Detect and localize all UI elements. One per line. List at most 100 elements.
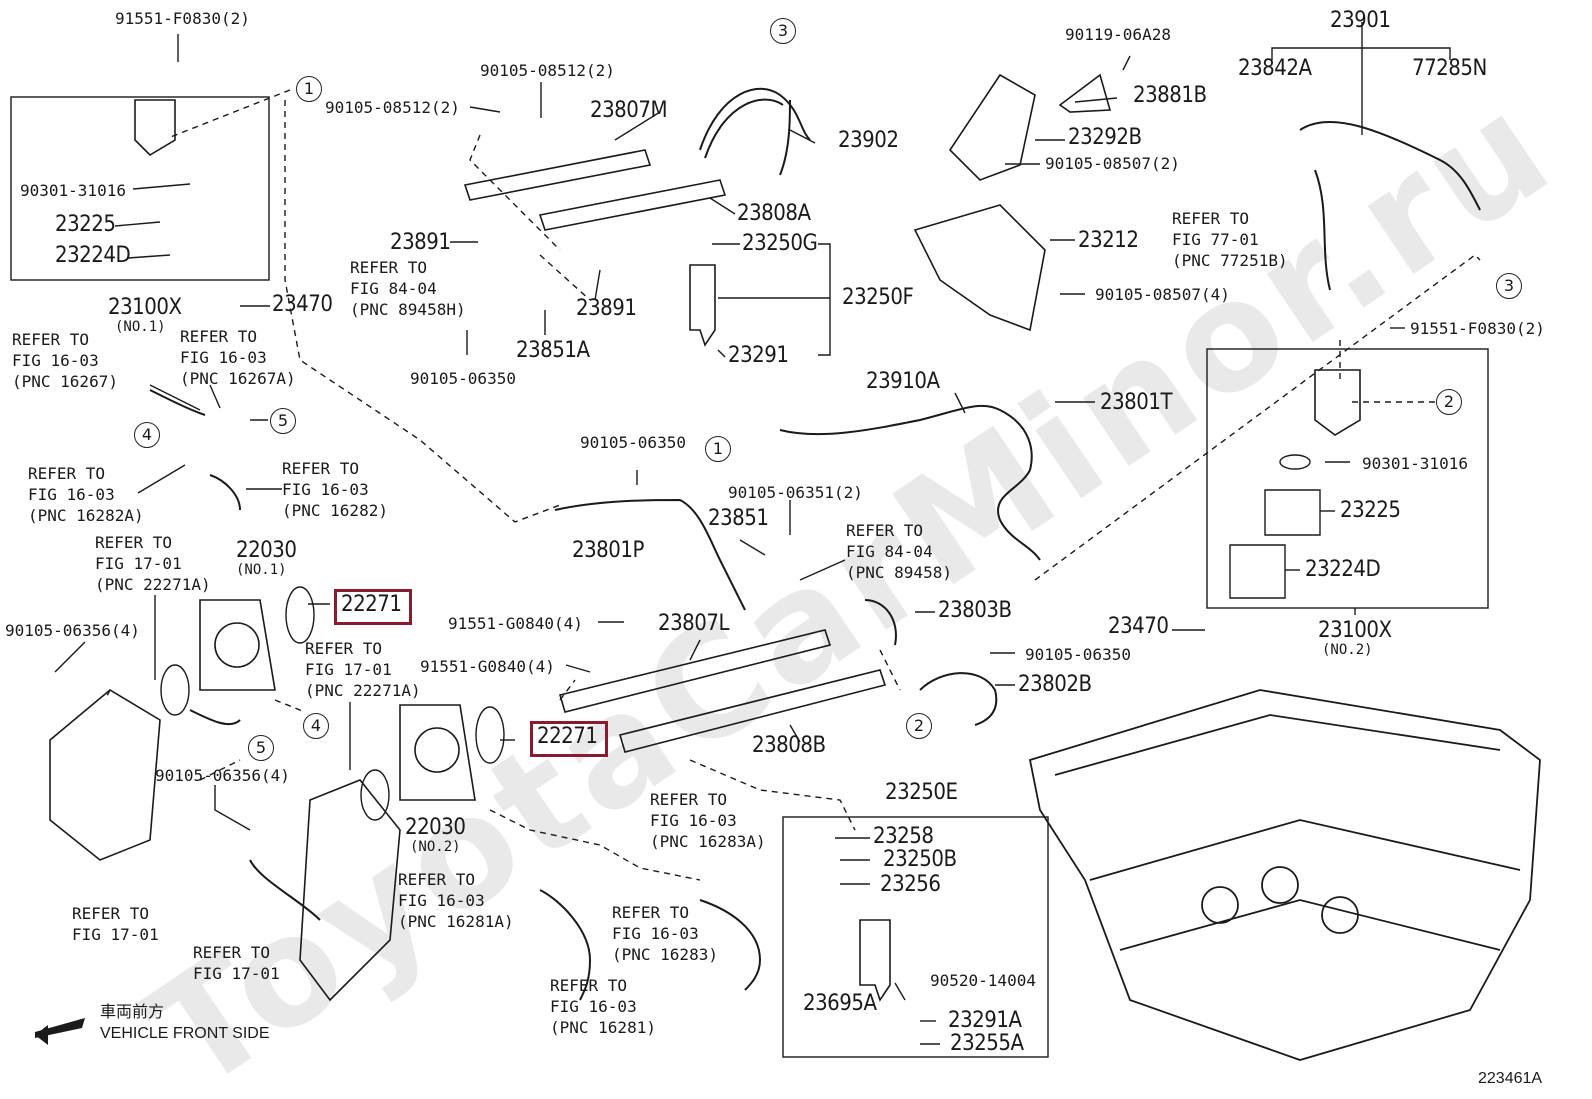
refer-to-link[interactable]: REFER TO FIG 16-03 (PNC 16283A) bbox=[650, 790, 766, 851]
gaskets bbox=[160, 454, 1321, 821]
part-label[interactable]: 23470 bbox=[1108, 614, 1169, 639]
part-label[interactable]: 23100X bbox=[1318, 618, 1392, 643]
part-label[interactable]: 90105-06351(2) bbox=[728, 483, 863, 502]
refer-to-link[interactable]: REFER TO FIG 17-01 (PNC 22271A) bbox=[305, 639, 421, 700]
part-label[interactable]: 77285N bbox=[1412, 56, 1487, 81]
part-label[interactable]: 23808A bbox=[737, 201, 811, 226]
callout-circle: 3 bbox=[1496, 273, 1522, 299]
diagram-id: 223461A bbox=[1478, 1070, 1543, 1087]
refer-to-link[interactable]: REFER TO FIG 16-03 (PNC 16282) bbox=[282, 459, 388, 520]
part-sublabel: (NO.1) bbox=[115, 319, 166, 335]
callout-circle: 2 bbox=[1436, 389, 1462, 415]
part-label[interactable]: 23842A bbox=[1238, 56, 1312, 81]
part-label[interactable]: 90301-31016 bbox=[20, 181, 126, 200]
part-label[interactable]: 90105-06350 bbox=[1025, 645, 1131, 664]
part-label[interactable]: 91551-F0830(2) bbox=[115, 9, 250, 28]
part-label[interactable]: 90520-14004 bbox=[930, 971, 1036, 990]
part-label[interactable]: 23256 bbox=[880, 872, 941, 897]
part-label[interactable]: 23470 bbox=[272, 292, 333, 317]
injectors bbox=[689, 264, 891, 1002]
part-label[interactable]: 23851 bbox=[708, 506, 769, 531]
part-label[interactable]: 90301-31016 bbox=[1362, 454, 1468, 473]
part-label[interactable]: 23255A bbox=[950, 1031, 1024, 1056]
part-label[interactable]: 23224D bbox=[55, 243, 131, 268]
part-label[interactable]: 23291A bbox=[948, 1008, 1022, 1033]
kit-box-23250e bbox=[782, 816, 1049, 1058]
part-label[interactable]: 22030 bbox=[405, 815, 466, 840]
refer-to-link[interactable]: REFER TO FIG 84-04 (PNC 89458) bbox=[846, 521, 952, 582]
highlight-22271-lower bbox=[530, 721, 608, 757]
part-label[interactable]: 23891 bbox=[390, 230, 451, 255]
part-label[interactable]: 90105-08512(2) bbox=[480, 61, 615, 80]
refer-to-link[interactable]: REFER TO FIG 17-01 bbox=[193, 943, 280, 983]
part-sublabel: (NO.2) bbox=[410, 839, 461, 855]
part-label[interactable]: 23901 bbox=[1330, 8, 1391, 33]
part-label[interactable]: 23851A bbox=[516, 338, 590, 363]
part-label[interactable]: 23891 bbox=[576, 296, 637, 321]
callout-circle: 3 bbox=[770, 18, 796, 44]
part-label[interactable]: 90105-06356(4) bbox=[5, 621, 140, 640]
kit-box-no1 bbox=[10, 96, 270, 281]
refer-to-link[interactable]: REFER TO FIG 16-03 (PNC 16267A) bbox=[180, 327, 296, 388]
part-label-highlighted[interactable]: 22271 bbox=[537, 724, 598, 749]
intake-bodies bbox=[49, 599, 476, 1002]
part-label-highlighted[interactable]: 22271 bbox=[341, 592, 402, 617]
part-label[interactable]: 90105-08507(2) bbox=[1045, 154, 1180, 173]
part-label[interactable]: 91551-G0840(4) bbox=[448, 614, 583, 633]
refer-to-link[interactable]: REFER TO FIG 16-03 (PNC 16283) bbox=[612, 903, 718, 964]
part-label[interactable]: 23808B bbox=[752, 733, 826, 758]
refer-to-link[interactable]: REFER TO FIG 16-03 (PNC 16267) bbox=[12, 330, 118, 391]
part-label[interactable]: 23225 bbox=[1340, 498, 1401, 523]
part-label[interactable]: 23695A bbox=[803, 991, 877, 1016]
part-label[interactable]: 23250F bbox=[842, 285, 914, 310]
brackets bbox=[913, 73, 1112, 332]
part-label[interactable]: 23291 bbox=[728, 343, 789, 368]
refer-to-link[interactable]: REFER TO FIG 16-03 (PNC 16281A) bbox=[398, 870, 514, 931]
part-label[interactable]: 23910A bbox=[866, 369, 940, 394]
part-label[interactable]: 23250G bbox=[742, 231, 818, 256]
refer-to-link[interactable]: REFER TO FIG 77-01 (PNC 77251B) bbox=[1172, 209, 1288, 270]
part-label[interactable]: 91551-G0840(4) bbox=[420, 657, 555, 676]
part-label[interactable]: 23258 bbox=[873, 824, 934, 849]
refer-to-link[interactable]: REFER TO FIG 84-04 (PNC 89458H) bbox=[350, 258, 466, 319]
part-label[interactable]: 23801P bbox=[572, 538, 644, 563]
part-label[interactable]: 90119-06A28 bbox=[1065, 25, 1171, 44]
part-label[interactable]: 23224D bbox=[1305, 557, 1381, 582]
part-label[interactable]: 23212 bbox=[1078, 228, 1139, 253]
callout-circle: 5 bbox=[270, 408, 296, 434]
fuel-rails bbox=[463, 149, 887, 753]
part-label[interactable]: 91551-F0830(2) bbox=[1410, 319, 1545, 338]
refer-to-link[interactable]: REFER TO FIG 16-03 (PNC 16281) bbox=[550, 976, 656, 1037]
part-label[interactable]: 23250B bbox=[883, 847, 957, 872]
callout-circle: 5 bbox=[248, 735, 274, 761]
part-label[interactable]: 90105-08507(4) bbox=[1095, 285, 1230, 304]
refer-to-link[interactable]: REFER TO FIG 17-01 bbox=[72, 904, 159, 944]
part-label[interactable]: 90105-06350 bbox=[580, 433, 686, 452]
part-label[interactable]: 23807L bbox=[658, 611, 729, 636]
part-label[interactable]: 23902 bbox=[838, 128, 899, 153]
part-label[interactable]: 23881B bbox=[1133, 83, 1207, 108]
part-label[interactable]: 23292B bbox=[1068, 125, 1142, 150]
part-label[interactable]: 23250E bbox=[885, 780, 958, 805]
part-label[interactable]: 90105-08512(2) bbox=[325, 98, 460, 117]
part-label[interactable]: 23802B bbox=[1018, 672, 1092, 697]
part-label[interactable]: 23801T bbox=[1100, 390, 1173, 415]
part-label[interactable]: 90105-06356(4) bbox=[155, 766, 290, 785]
part-label[interactable]: 23803B bbox=[938, 598, 1012, 623]
callout-circle: 2 bbox=[906, 713, 932, 739]
part-label[interactable]: 23100X bbox=[108, 295, 182, 320]
callout-circle: 1 bbox=[296, 76, 322, 102]
part-label[interactable]: 90105-06350 bbox=[410, 369, 516, 388]
fuel-pumps bbox=[134, 99, 1361, 436]
part-label[interactable]: 23807M bbox=[590, 98, 668, 123]
part-sublabel: (NO.2) bbox=[1322, 642, 1373, 658]
callout-circle: 4 bbox=[303, 713, 329, 739]
callout-circle: 4 bbox=[134, 422, 160, 448]
engine-block bbox=[1028, 689, 1541, 1061]
callout-circle: 1 bbox=[705, 436, 731, 462]
part-label[interactable]: 22030 bbox=[236, 538, 297, 563]
refer-to-link[interactable]: REFER TO FIG 17-01 (PNC 22271A) bbox=[95, 533, 211, 594]
part-label[interactable]: 23225 bbox=[55, 212, 116, 237]
refer-to-link[interactable]: REFER TO FIG 16-03 (PNC 16282A) bbox=[28, 464, 144, 525]
